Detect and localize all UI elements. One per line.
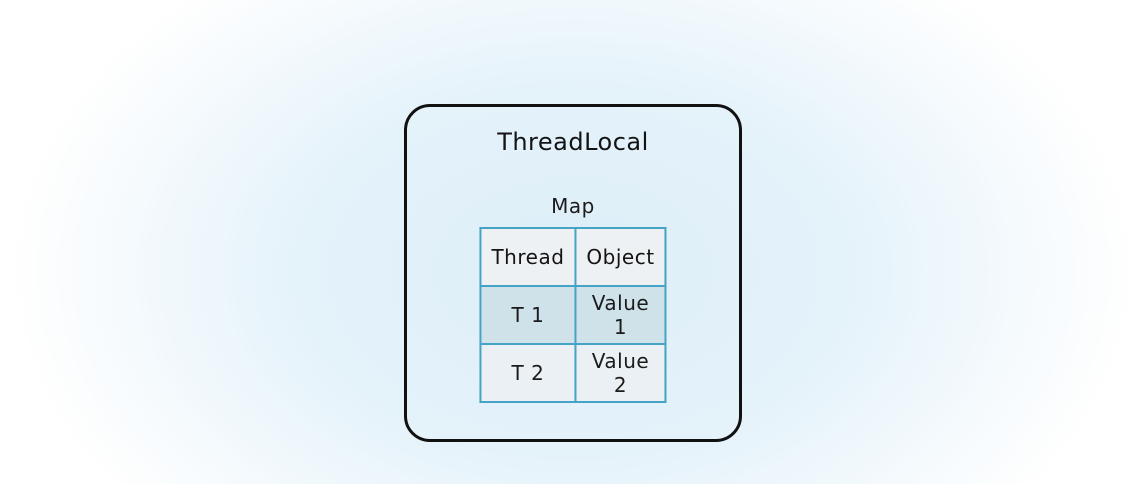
threadlocal-title: ThreadLocal xyxy=(497,128,649,156)
table-cell-object-value1: Value 1 xyxy=(574,285,667,345)
table-row: T 1 Value 1 xyxy=(479,285,667,345)
threadlocal-box: ThreadLocal Map Thread Object T 1 Value … xyxy=(404,104,742,442)
table-cell-thread-t2: T 2 xyxy=(479,343,577,403)
table-row: T 2 Value 2 xyxy=(479,343,667,403)
map-label: Map xyxy=(551,194,595,218)
table-cell-thread-t1: T 1 xyxy=(479,285,577,345)
table-header-object: Object xyxy=(574,227,667,287)
thread-map-table: Thread Object T 1 Value 1 T 2 Value 2 xyxy=(479,227,667,403)
table-cell-object-value2: Value 2 xyxy=(574,343,667,403)
table-header-row: Thread Object xyxy=(479,227,667,287)
table-header-thread: Thread xyxy=(479,227,577,287)
